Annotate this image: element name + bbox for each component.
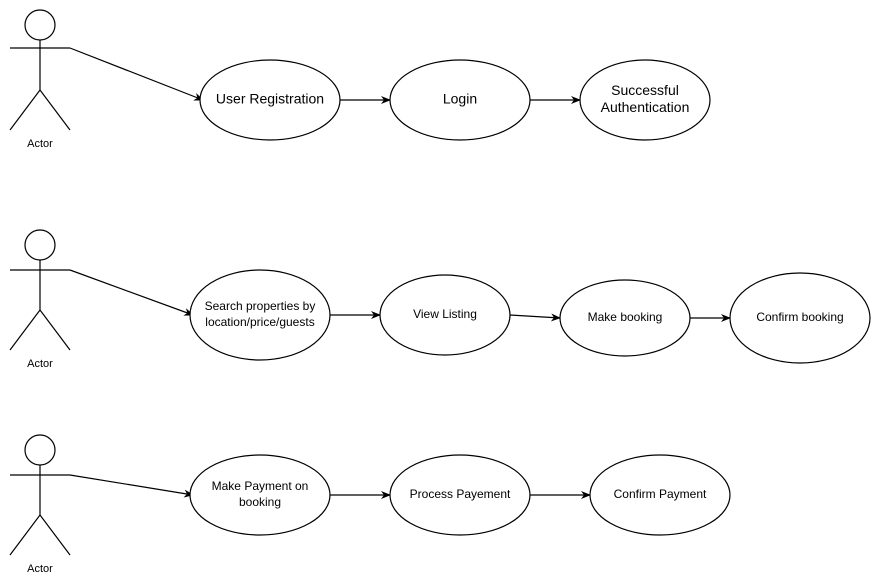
use-case-label: Make booking — [588, 310, 663, 324]
use-case-row-2: Actor Search properties by location/price/… — [9, 229, 871, 370]
actor-head — [24, 229, 56, 261]
actor-association-arrow — [69, 474, 194, 498]
actor-head — [24, 9, 56, 41]
actor-left-leg — [9, 514, 41, 556]
actor-association-arrow — [69, 269, 194, 316]
actor-label: Actor — [27, 138, 53, 150]
use-case-ellipse — [579, 59, 711, 141]
use-case-login: Login — [389, 59, 531, 141]
actor-right-leg — [39, 309, 71, 351]
use-case-user-registration: User Registration — [199, 59, 341, 141]
use-case-label: Confirm Payment — [614, 487, 707, 501]
use-case-view-listing: View Listing — [379, 274, 511, 356]
use-case-label: Confirm booking — [756, 310, 843, 324]
use-case-label: User Registration — [216, 91, 324, 107]
use-case-label: location/price/guests — [205, 315, 314, 329]
actor-right-leg — [39, 514, 71, 556]
use-case-ellipse — [589, 454, 731, 536]
stick-figure-icon — [9, 9, 71, 131]
use-case-label: Search properties by — [205, 299, 316, 313]
use-case-process-payement: Process Payement — [389, 454, 531, 536]
use-case-label: Authentication — [601, 99, 690, 115]
actor-left-leg — [9, 89, 41, 131]
use-case-label: Process Payement — [410, 487, 511, 501]
use-case-label: Successful — [611, 82, 679, 98]
use-case-label: Login — [443, 91, 477, 107]
use-case-ellipse — [729, 272, 871, 364]
use-case-make-booking: Make booking — [559, 279, 691, 357]
use-case-search-properties: Search properties by location/price/guest… — [189, 269, 331, 361]
use-case-confirm-payment: Confirm Payment — [589, 454, 731, 536]
use-case-make-payment: Make Payment on booking — [189, 454, 331, 536]
actor-head — [24, 434, 56, 466]
actor-label: Actor — [27, 358, 53, 370]
actor-label: Actor — [27, 563, 53, 575]
use-case-label: booking — [239, 495, 281, 509]
use-case-row-1: Actor User Registration Login SuccessfulAut… — [9, 9, 711, 150]
flow-arrow — [509, 313, 561, 322]
actor-left-leg — [9, 309, 41, 351]
use-case-label: View Listing — [413, 307, 477, 321]
use-case-row-3: Actor Make Payment on booking Process Payem… — [9, 434, 731, 575]
actor-right-leg — [39, 89, 71, 131]
stick-figure-icon — [9, 229, 71, 351]
stick-figure-icon — [9, 434, 71, 556]
actor-association-arrow — [69, 47, 204, 101]
use-case-label: Make Payment on — [212, 479, 309, 493]
use-case-confirm-booking: Confirm booking — [729, 272, 871, 364]
